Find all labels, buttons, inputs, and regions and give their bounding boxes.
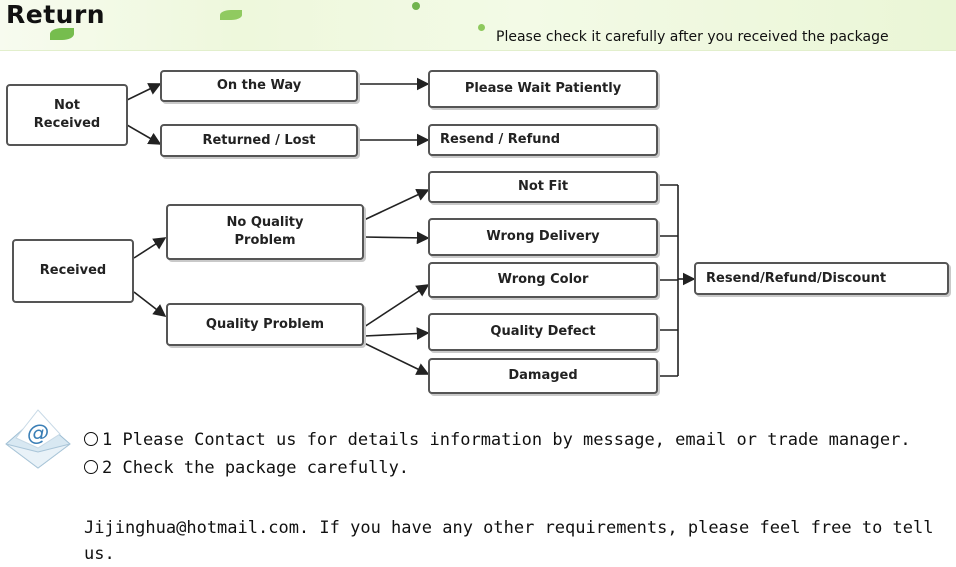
note-item-1: 1 Please Contact us for details informat…: [84, 430, 911, 450]
node-resend-refund-label: Resend / Refund: [440, 132, 561, 148]
node-received: Received: [12, 239, 134, 303]
node-no-quality-problem-label: No Quality Problem: [226, 215, 304, 248]
node-on-the-way-label: On the Way: [216, 78, 302, 94]
footer-contact: Jijinghua@hotmail.com. If you have any o…: [84, 518, 934, 564]
arrow-not-received-to-returned: [126, 124, 162, 145]
note-item-1-text: 1 Please Contact us for details informat…: [102, 430, 911, 450]
leaf-decoration: [412, 2, 420, 10]
node-quality-defect: Quality Defect: [428, 313, 658, 351]
node-not-received-label: Not Received: [33, 98, 101, 131]
leaf-decoration: [220, 10, 242, 20]
page-title: Return: [6, 0, 106, 29]
node-please-wait-label: Please Wait Patiently: [464, 81, 622, 97]
arrow-to-damaged: [363, 342, 430, 375]
note-item-2-text: 2 Check the package carefully.: [102, 458, 410, 478]
node-returned-lost-label: Returned / Lost: [202, 132, 316, 148]
node-resolution-label: Resend/Refund/Discount: [706, 270, 887, 286]
node-returned-lost: Returned / Lost: [160, 124, 358, 157]
arrow-to-not-fit: [363, 188, 430, 221]
node-damaged-label: Damaged: [508, 368, 578, 384]
arrow-received-to-quality: [133, 291, 167, 317]
node-quality-problem: Quality Problem: [166, 303, 364, 346]
leaf-decoration: [50, 28, 74, 40]
node-received-label: Received: [39, 263, 107, 279]
node-resolution: Resend/Refund/Discount: [694, 262, 949, 295]
node-not-fit: Not Fit: [428, 171, 658, 203]
note-item-2: 2 Check the package carefully.: [84, 458, 409, 478]
node-wrong-color: Wrong Color: [428, 262, 658, 298]
header-tagline: Please check it carefully after you rece…: [496, 29, 889, 45]
node-wrong-delivery: Wrong Delivery: [428, 218, 658, 256]
radio-bullet-icon: [84, 460, 98, 474]
arrow-to-wrong-color: [363, 284, 430, 328]
node-please-wait: Please Wait Patiently: [428, 70, 658, 108]
node-not-received: Not Received: [6, 84, 128, 146]
node-wrong-color-label: Wrong Color: [497, 272, 589, 288]
node-quality-defect-label: Quality Defect: [490, 324, 596, 340]
node-damaged: Damaged: [428, 358, 658, 394]
node-resend-refund: Resend / Refund: [428, 124, 658, 156]
arrow-not-received-to-on-the-way: [126, 83, 162, 101]
node-on-the-way: On the Way: [160, 70, 358, 102]
svg-text:@: @: [27, 421, 49, 446]
arrow-to-wrong-delivery: [363, 231, 430, 245]
node-wrong-delivery-label: Wrong Delivery: [486, 229, 600, 245]
radio-bullet-icon: [84, 432, 98, 446]
at-envelope-icon: @: [5, 409, 71, 469]
node-not-fit-label: Not Fit: [517, 179, 569, 195]
leaf-decoration: [478, 24, 485, 31]
node-no-quality-problem: No Quality Problem: [166, 204, 364, 260]
node-quality-problem-label: Quality Problem: [205, 316, 325, 332]
arrow-received-to-no-quality: [133, 237, 167, 259]
arrow-to-quality-defect: [363, 327, 430, 340]
header-banner: Return Please check it carefully after y…: [0, 0, 956, 51]
